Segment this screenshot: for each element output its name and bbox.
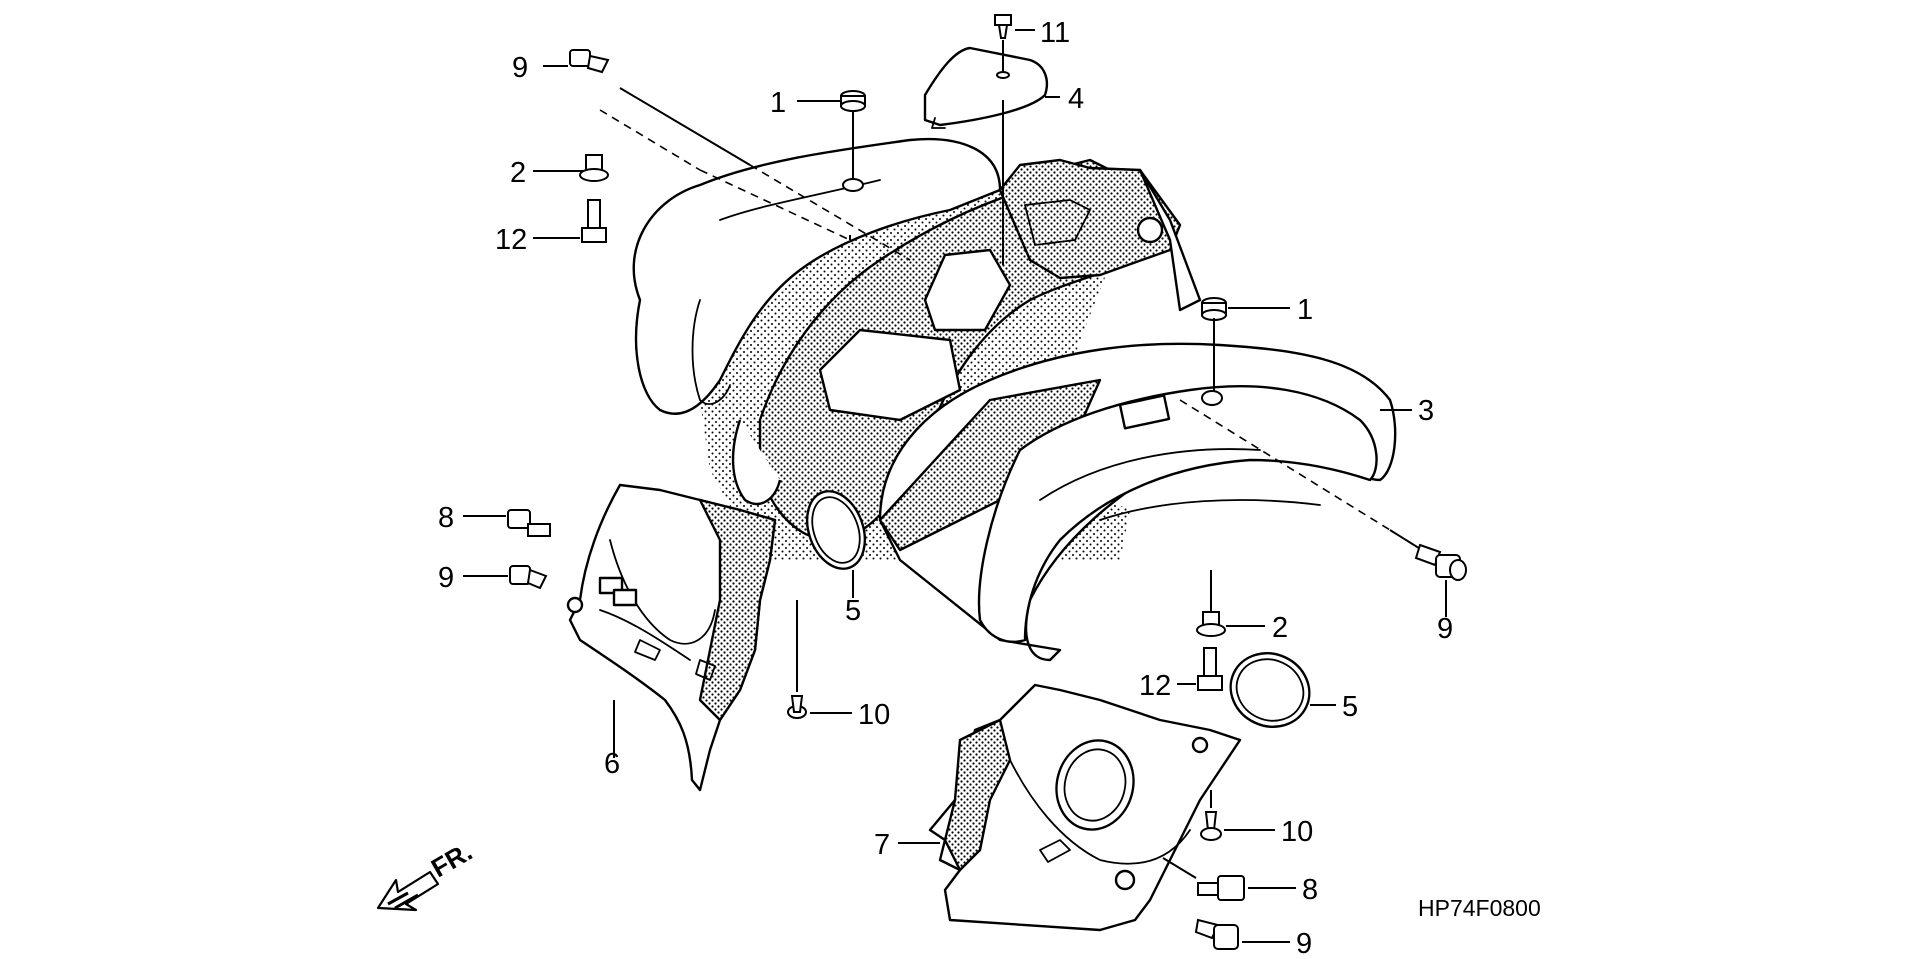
rear-fender [878,342,1397,662]
callout-clip-top-left: 9 [512,52,528,84]
arrow-icon [376,870,440,912]
clip-left [509,565,548,590]
seal-left [805,490,867,570]
inner-fender-left [566,483,777,792]
clip-top-left [569,49,610,74]
callout-bolt-right: 8 [1302,874,1318,906]
callout-seal-right: 5 [1342,691,1358,723]
seal-right [1229,652,1311,728]
collar-left [579,154,609,182]
callout-clip-left: 9 [438,562,454,594]
grommet-top [840,90,866,112]
callout-labels: 9 2 12 1 11 4 1 3 5 8 9 6 10 9 2 12 5 10… [438,17,1453,959]
callout-clip-right: 9 [1437,613,1453,645]
callout-grommet-right: 1 [1297,294,1313,326]
callout-seal-left: 5 [845,595,861,627]
callout-inner-fender-left: 6 [604,748,620,780]
lid [923,46,1049,129]
callout-lid: 4 [1068,83,1084,115]
screw-right [1200,811,1222,841]
front-fender [632,137,1202,560]
callout-bolt-long-left: 12 [495,224,527,256]
screw-top [994,14,1012,39]
screw-left [787,695,807,719]
callout-rear-fender: 3 [1418,395,1434,427]
bolt-left [507,509,551,537]
callout-inner-fender-right: 7 [874,829,890,861]
callout-screw-right: 10 [1281,816,1313,848]
callout-screw-left: 10 [858,699,890,731]
leader-lines [463,29,1447,943]
inner-fender-right [928,683,1242,932]
callout-grommet-top: 1 [770,87,786,119]
clip-bottom-right [1194,918,1239,950]
callout-clip-bottom-right: 9 [1296,928,1312,959]
front-direction-arrow: FR. [376,836,477,912]
diagram-code: HP74F0800 [1418,895,1541,921]
callout-screw-top: 11 [1040,17,1070,49]
collar-right [1196,611,1226,637]
callout-collar-right: 2 [1272,612,1288,644]
bolt-long-left [581,199,607,243]
grommet-right [1201,297,1227,321]
callout-bolt-left: 8 [438,502,454,534]
callout-collar-left: 2 [510,157,526,189]
bolt-right [1197,875,1245,901]
fasteners [507,14,1467,950]
bolt-long-right [1197,647,1223,691]
clip-right [1414,543,1467,581]
callout-bolt-long-right: 12 [1139,670,1171,702]
